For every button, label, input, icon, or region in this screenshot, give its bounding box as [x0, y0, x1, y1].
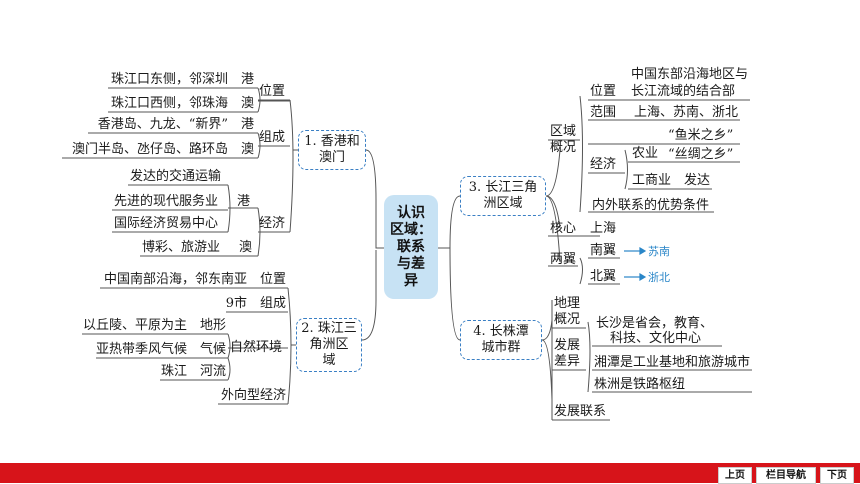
center-line: 异 — [404, 273, 418, 289]
node-economy: 经济 — [590, 157, 617, 172]
leaf-item: 9市 组成 — [225, 296, 286, 311]
center-topic: 认识 区域： 联系 与差 异 — [384, 195, 438, 299]
branch-box-czt: 4. 长株潭 城市群 — [460, 320, 542, 360]
leaf-item: 博彩、旅游业 — [142, 240, 221, 255]
node-core: 核心 — [550, 221, 577, 236]
center-line: 与差 — [397, 256, 425, 272]
leaf-item: 澳门半岛、氹仔岛、路环岛 澳 — [71, 142, 254, 157]
prev-page-button[interactable]: 上页 — [718, 467, 752, 484]
branch-title-line: 角洲区 — [309, 337, 349, 352]
node-south-wing: 南翼 — [590, 243, 617, 258]
node-natural-env: 自然环境 — [230, 340, 283, 355]
node-scope: 范围 — [590, 105, 617, 120]
node-economy: 经济 — [259, 216, 286, 231]
leaf-item: 国际经济贸易中心 — [114, 216, 219, 231]
branch-title-line: 域 — [322, 353, 336, 368]
leaf-item: 外向型经济 — [220, 388, 286, 403]
node-composition: 组成 — [259, 130, 286, 145]
section-nav-button[interactable]: 栏目导航 — [756, 467, 816, 484]
next-page-button[interactable]: 下页 — [820, 467, 854, 484]
branch-box-prd: 2. 珠江三 角洲区 域 — [296, 318, 362, 372]
branch-title-line: 2. 珠江三 — [301, 321, 357, 336]
leaf-item: 珠江口西侧，邻珠海 澳 — [110, 96, 254, 111]
leaf-item: 浙北 — [648, 271, 670, 284]
leaf-item: 上海、苏南、浙北 — [634, 105, 739, 120]
node-geo-overview: 地理 — [554, 296, 581, 311]
leaf-item: 上海 — [590, 221, 617, 236]
node-position: 位置 — [259, 84, 286, 99]
leaf-item: 湘潭是工业基地和旅游城市 — [594, 355, 751, 370]
node-geo-overview: 概况 — [554, 312, 581, 327]
leaf-item: 工商业 发达 — [632, 173, 711, 188]
leaf-item: “鱼米之乡” — [668, 128, 734, 143]
leaf-item: 长沙是省会，教育、 — [596, 316, 714, 331]
node-overview: 区域 — [550, 124, 577, 139]
node-north-wing: 北翼 — [590, 269, 617, 284]
node-dev-diff: 发展 — [554, 338, 581, 353]
leaf-item: 长江流域的结合部 — [631, 84, 736, 99]
leaf-item: 株洲是铁路枢纽 — [594, 377, 686, 392]
leaf-item: 澳 — [239, 240, 253, 255]
leaf-item: 苏南 — [648, 245, 670, 258]
leaf-item: 珠江 河流 — [160, 364, 226, 379]
footer-bar — [0, 463, 860, 483]
leaf-item: 珠江口东侧，邻深圳 港 — [110, 72, 254, 87]
leaf-item: 发达的交通运输 — [130, 169, 222, 184]
leaf-item: 科技、文化中心 — [610, 331, 702, 346]
branch-title-line: 澳门 — [318, 150, 345, 165]
branch-title-line: 洲区域 — [483, 196, 523, 211]
branch-box-hk-macau: 1. 香港和 澳门 — [298, 130, 366, 170]
leaf-item: 中国东部沿海地区与 — [631, 67, 749, 82]
branch-title-line: 城市群 — [481, 340, 521, 355]
center-line: 联系 — [397, 239, 425, 255]
node-agriculture: 农业 — [632, 146, 659, 161]
leaf-item: “丝绸之乡” — [668, 147, 734, 162]
leaf-item: 以丘陵、平原为主 地形 — [82, 318, 226, 333]
leaf-item: 内外联系的优势条件 — [592, 198, 710, 213]
leaf-item: 港 — [237, 194, 251, 209]
leaf-item: 中国南部沿海，邻东南亚 位置 — [103, 272, 286, 287]
leaf-item: 先进的现代服务业 — [114, 194, 219, 209]
center-line: 认识 — [397, 205, 425, 221]
node-overview: 概况 — [550, 140, 577, 155]
leaf-item: 香港岛、九龙、“新界” 港 — [97, 117, 254, 132]
node-wings: 两翼 — [550, 252, 577, 267]
branch-title-line: 4. 长株潭 — [473, 324, 529, 339]
branch-title-line: 3. 长江三角 — [468, 180, 538, 195]
leaf-item: 亚热带季风气候 气候 — [95, 342, 226, 357]
node-dev-link: 发展联系 — [554, 404, 607, 419]
branch-box-yrd: 3. 长江三角 洲区域 — [460, 176, 546, 216]
node-dev-diff: 差异 — [554, 354, 581, 369]
node-position: 位置 — [590, 84, 617, 99]
branch-title-line: 1. 香港和 — [304, 134, 360, 149]
center-line: 区域： — [390, 222, 432, 238]
